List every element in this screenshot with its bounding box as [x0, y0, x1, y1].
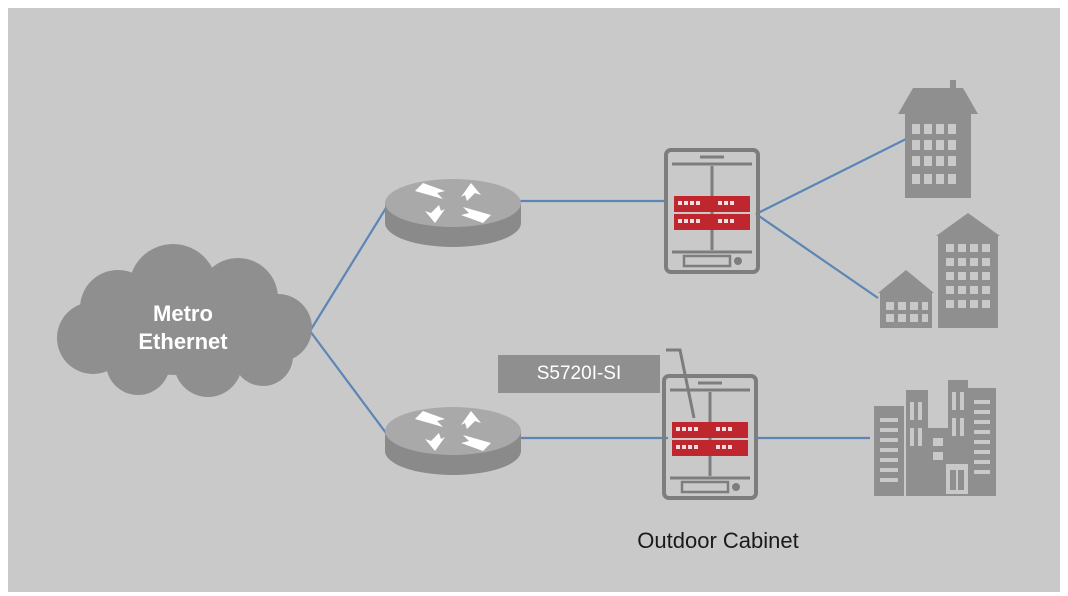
building-icon [898, 80, 978, 198]
link-cabinet-building-tall [755, 137, 909, 215]
router-icon [385, 407, 521, 475]
link-cloud-router-bottom [309, 330, 387, 434]
cloud-label-line2: Ethernet [138, 329, 228, 354]
city-buildings-icon [874, 380, 996, 496]
outdoor-cabinet-icon [664, 148, 760, 274]
link-cloud-router-top [309, 207, 387, 332]
cabinet-caption: Outdoor Cabinet [637, 528, 799, 553]
router-icon [385, 179, 521, 247]
network-diagram: Metro Ethernet S5720I-SI Outdoor Cabinet [8, 8, 1060, 592]
switch-model-label: S5720I-SI [498, 355, 660, 393]
diagram-svg [57, 80, 1000, 500]
network-links [309, 137, 909, 440]
callout-pointer [666, 348, 696, 419]
link-cabinet-building-houses [755, 213, 879, 299]
cloud-label-line1: Metro [153, 301, 213, 326]
cloud-icon [57, 244, 312, 397]
outdoor-cabinet-icon [662, 374, 758, 500]
building-icon [878, 213, 1000, 328]
cloud-label: Metro Ethernet [108, 300, 258, 356]
